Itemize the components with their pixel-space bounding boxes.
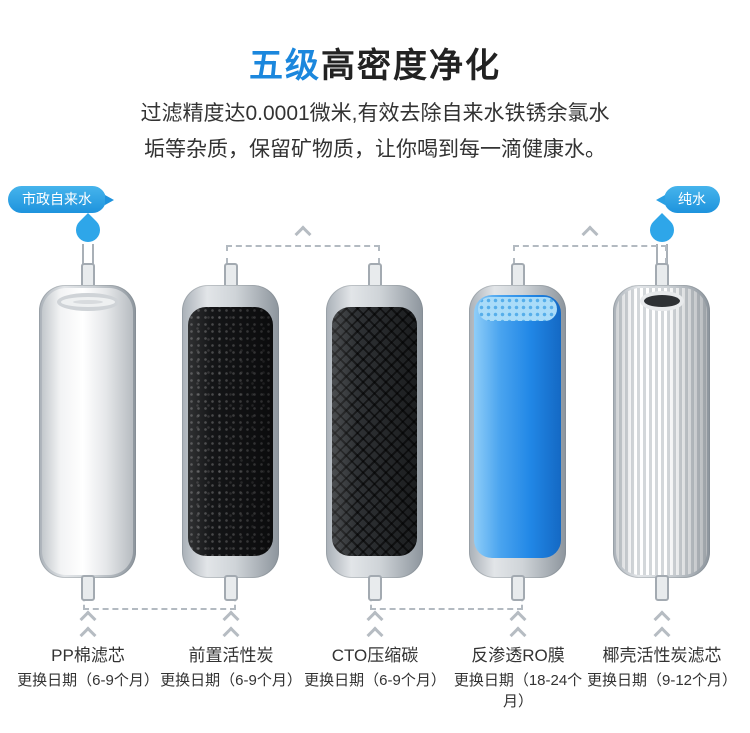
cartridge-shell xyxy=(469,285,566,578)
filter-media-coconut-carbon xyxy=(616,288,707,575)
filter-stage-3: CTO压缩碳 更换日期（6-9个月） xyxy=(300,263,450,713)
chevron-up-icon xyxy=(653,610,671,628)
chevron-up-icon xyxy=(222,610,240,628)
subtitle-line-1: 过滤精度达0.0001微米,有效去除自来水铁锈余氯水 xyxy=(140,102,610,125)
filter-media-ro-membrane xyxy=(474,295,561,558)
flow-up-arrow-icon xyxy=(294,225,312,243)
chevron-up-icon xyxy=(79,610,97,628)
cartridge-top-opening xyxy=(643,295,680,307)
pipe-bottom-connector-1-2 xyxy=(83,596,236,610)
chevron-up-icon xyxy=(509,610,527,628)
ro-membrane-cap xyxy=(478,297,557,321)
subtitle: 过滤精度达0.0001微米,有效去除自来水铁锈余氯水 垢等杂质，保留矿物质，让你… xyxy=(0,96,750,168)
outlet-badge-label: 纯水 xyxy=(678,191,706,207)
stage-replacement-cycle: 更换日期（9-12个月） xyxy=(587,672,738,689)
badge-arrow-icon xyxy=(656,194,665,205)
stage-name: 椰壳活性炭滤芯 xyxy=(602,646,722,665)
inlet-badge: 市政自来水 xyxy=(8,186,114,213)
title-rest: 高密度净化 xyxy=(321,47,501,85)
badge-arrow-icon xyxy=(105,194,114,205)
outlet-badge: 纯水 xyxy=(656,186,720,213)
stage-name: PP棉滤芯 xyxy=(51,646,125,665)
filter-stage-4: 反渗透RO膜 更换日期（18-24个月） xyxy=(443,263,593,713)
page-title: 五级高密度净化 xyxy=(0,38,750,87)
cartridge-shell xyxy=(613,285,710,578)
stage-replacement-cycle: 更换日期（6-9个月） xyxy=(17,672,159,689)
stage-replacement-cycle: 更换日期（6-9个月） xyxy=(304,672,446,689)
cartridge-shell xyxy=(39,285,136,578)
cartridge-top-opening xyxy=(56,293,119,311)
filter-media-pp-cotton xyxy=(42,288,133,575)
cartridge-bottom-port xyxy=(511,575,525,601)
cartridge-shell xyxy=(326,285,423,578)
filter-media-cto-carbon xyxy=(332,307,417,556)
pipe-inlet-stub xyxy=(82,244,94,264)
water-droplet-icon-inlet xyxy=(71,213,105,247)
filter-stage-5: 椰壳活性炭滤芯 更换日期（9-12个月） xyxy=(587,263,737,713)
water-droplet-icon-outlet xyxy=(645,213,679,247)
stage-replacement-cycle: 更换日期（18-24个月） xyxy=(453,672,583,710)
cartridge-bottom-port xyxy=(368,575,382,601)
stage-name: 反渗透RO膜 xyxy=(471,646,565,665)
filter-stage-1: PP棉滤芯 更换日期（6-9个月） xyxy=(13,263,163,713)
cartridge-shell xyxy=(182,285,279,578)
subtitle-line-2: 垢等杂质，保留矿物质，让你喝到每一滴健康水。 xyxy=(144,138,606,161)
stage-name: 前置活性炭 xyxy=(188,646,274,665)
cartridge-bottom-port xyxy=(81,575,95,601)
pipe-top-connector-2-3 xyxy=(226,245,380,264)
flow-up-arrow-icon xyxy=(581,225,599,243)
stage-name: CTO压缩碳 xyxy=(331,646,419,665)
title-highlight: 五级 xyxy=(249,47,321,85)
stage-replacement-cycle: 更换日期（6-9个月） xyxy=(160,672,302,689)
inlet-badge-label: 市政自来水 xyxy=(22,191,92,207)
filter-stage-2: 前置活性炭 更换日期（6-9个月） xyxy=(156,263,306,713)
pipe-outlet-stub xyxy=(656,244,668,264)
pipe-top-connector-4-5 xyxy=(513,245,667,264)
pipe-bottom-connector-3-4 xyxy=(370,596,523,610)
chevron-up-icon xyxy=(366,610,384,628)
cartridge-bottom-port xyxy=(655,575,669,601)
cartridge-bottom-port xyxy=(224,575,238,601)
filter-media-activated-carbon xyxy=(188,307,273,556)
